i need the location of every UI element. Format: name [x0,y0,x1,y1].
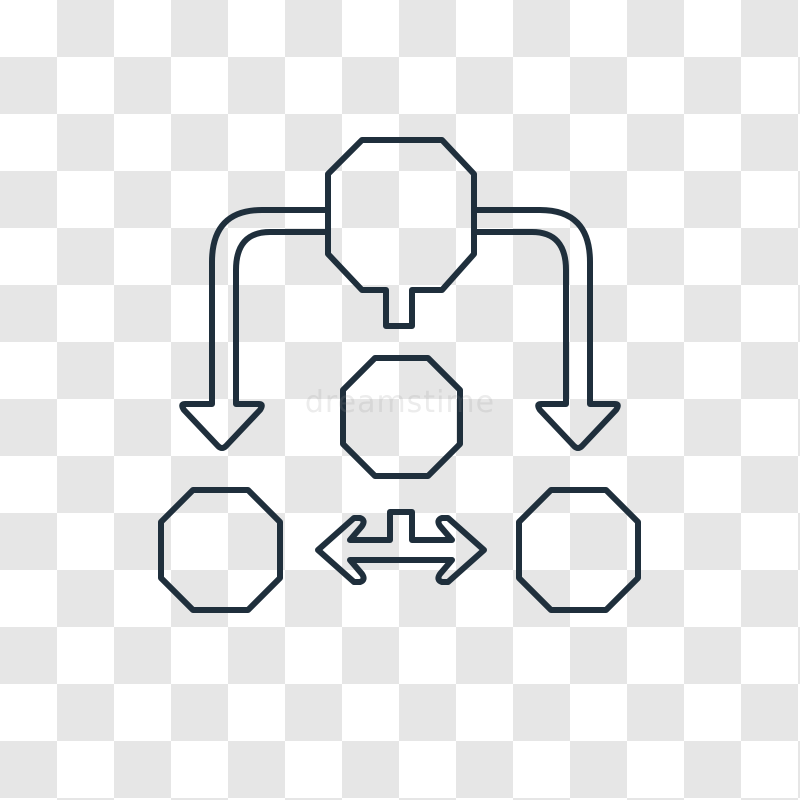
right-octagon-node [516,487,641,613]
left-curved-down-arrow [179,207,331,451]
top-octagon-node [325,137,477,329]
middle-octagon-node [340,355,463,479]
bidirectional-arrow [315,509,487,585]
right-curved-down-arrow [471,207,621,451]
left-octagon-node [158,487,283,613]
